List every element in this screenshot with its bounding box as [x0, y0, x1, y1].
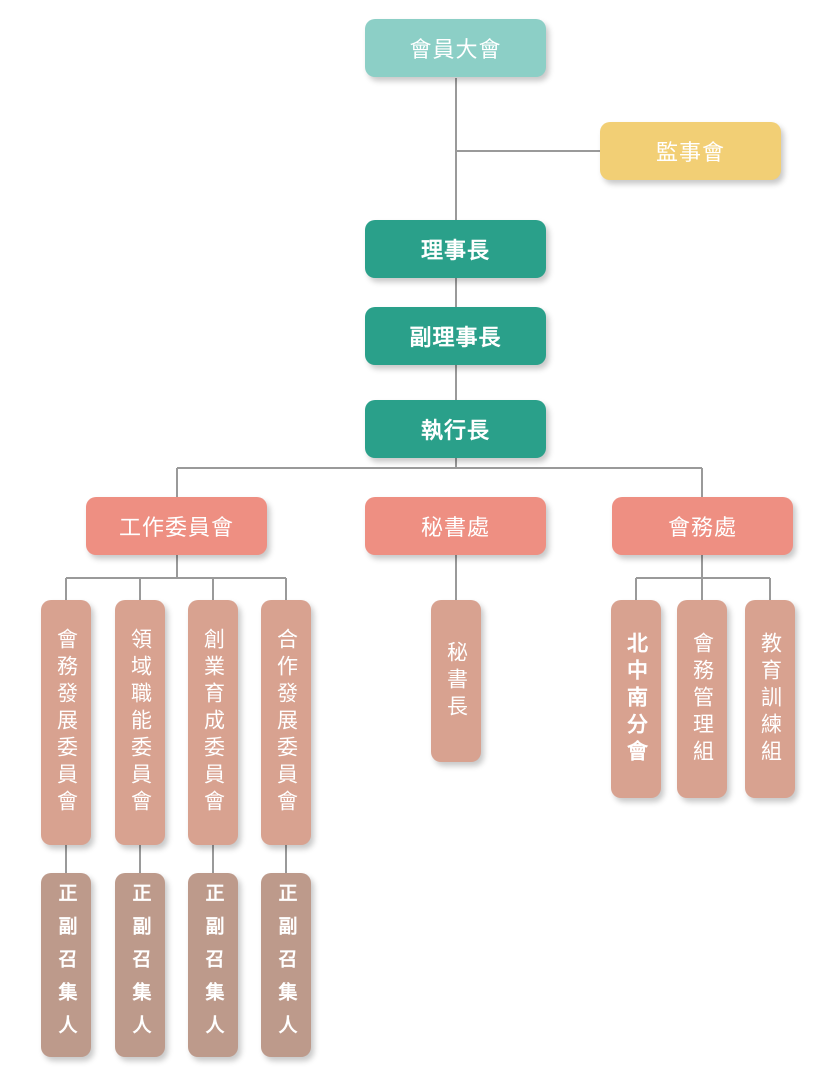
committee-box: 創業育成委員會 [188, 600, 238, 845]
vice-chairman-box: 副理事長 [365, 307, 546, 365]
secretariat-box: 秘書處 [365, 497, 546, 555]
working-committees-box: 工作委員會 [86, 497, 267, 555]
convener-box: 正副召集人 [261, 873, 311, 1057]
supervisors-box: 監事會 [600, 122, 781, 180]
chairman-box: 理事長 [365, 220, 546, 278]
affairs-unit-box: 會務管理組 [677, 600, 727, 798]
affairs-unit-box: 教育訓練組 [745, 600, 795, 798]
convener-box: 正副召集人 [115, 873, 165, 1057]
affairs-unit-box: 北中南分會 [611, 600, 661, 798]
secretary-general-box: 秘書長 [431, 600, 481, 762]
member-affairs-box: 會務處 [612, 497, 793, 555]
ceo-box: 執行長 [365, 400, 546, 458]
convener-box: 正副召集人 [41, 873, 91, 1057]
convener-box: 正副召集人 [188, 873, 238, 1057]
general-assembly-box: 會員大會 [365, 19, 546, 77]
committee-box: 領域職能委員會 [115, 600, 165, 845]
committee-box: 合作發展委員會 [261, 600, 311, 845]
committee-box: 會務發展委員會 [41, 600, 91, 845]
